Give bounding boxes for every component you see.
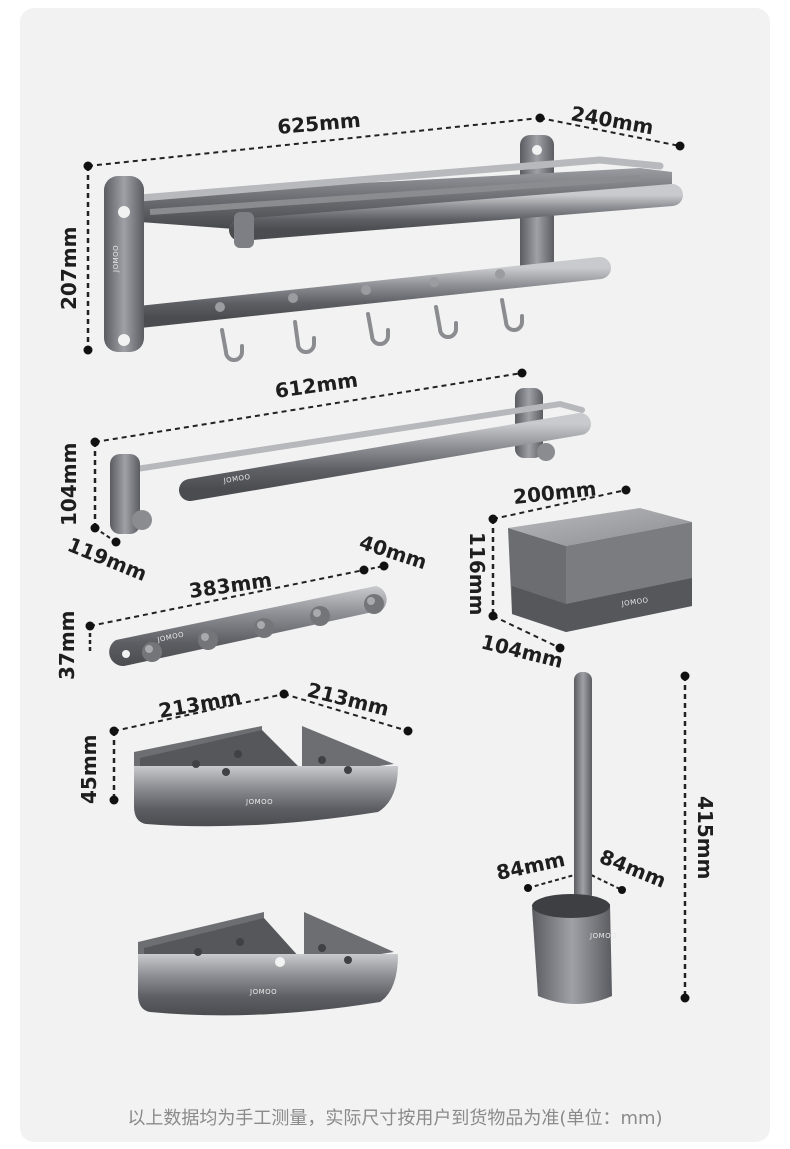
corner-shelf-upper: JOMOO 213mm 213mm 45mm (77, 678, 413, 827)
tissue-box: JOMOO 200mm 116mm 104mm (465, 476, 692, 673)
towel-rack: JOMOO 625mm 240mm 207mm (57, 101, 685, 362)
dim-hook-rail-height: 37mm (55, 610, 79, 680)
dim-towel-rack-depth: 240mm (569, 101, 655, 139)
dim-corner-shelf-side-b: 213mm (305, 678, 392, 721)
brand-logo: JOMOO (245, 798, 273, 806)
dim-brush-height: 415mm (693, 796, 717, 879)
measurement-disclaimer: 以上数据均为手工测量，实际尺寸按用户到货物品为准(单位：mm) (127, 1108, 663, 1129)
toilet-brush: JOMOO 84mm 84mm 415mm (494, 671, 717, 1004)
dim-tissue-box-depth: 104mm (479, 630, 566, 673)
dim-hook-rail-width: 383mm (187, 568, 273, 603)
brand-logo: JOMOO (620, 596, 649, 608)
brand-logo: JOMOO (589, 932, 617, 940)
brand-logo: JOMOO (249, 988, 277, 996)
hook-rail: JOMOO 383mm 40mm 37mm (55, 530, 430, 680)
dim-tissue-box-width: 200mm (512, 476, 597, 509)
dim-towel-bar-width: 612mm (273, 368, 359, 403)
dim-towel-rack-height: 207mm (57, 227, 81, 310)
corner-shelf-lower: JOMOO (138, 912, 398, 1016)
towel-bar: JOMOO 612mm 104mm 119mm (57, 368, 591, 586)
dim-tissue-box-height: 116mm (465, 532, 489, 615)
dim-towel-bar-height: 104mm (57, 443, 81, 526)
dim-towel-bar-depth: 119mm (64, 532, 150, 586)
dim-corner-shelf-height: 45mm (77, 734, 101, 804)
brand-logo: JOMOO (112, 245, 120, 273)
dim-brush-depth: 84mm (596, 844, 669, 892)
dim-corner-shelf-side-a: 213mm (157, 685, 243, 723)
dim-towel-rack-width: 625mm (276, 108, 361, 139)
